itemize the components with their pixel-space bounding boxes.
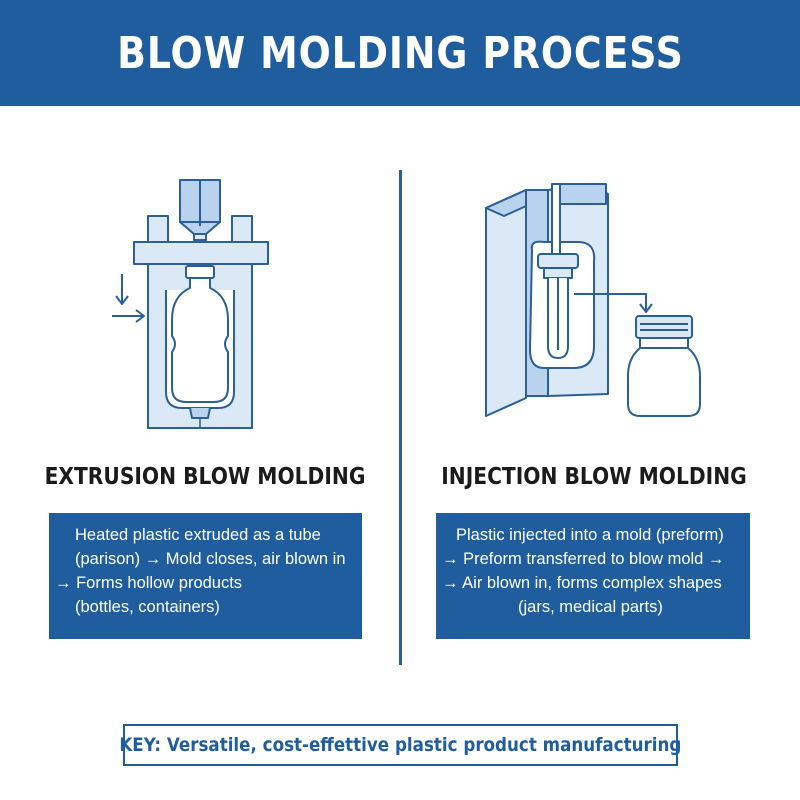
- injection-title: INJECTION BLOW MOLDING: [441, 464, 747, 490]
- arrow-right-icon: [112, 309, 145, 323]
- description-line: Plastic injected into a mold (preform): [456, 526, 724, 544]
- preform-icon: [547, 278, 569, 359]
- extrusion-description: Heated plastic extruded as a tube (paris…: [49, 513, 362, 639]
- extrusion-title: EXTRUSION BLOW MOLDING: [44, 464, 366, 490]
- key-text: KEY: Versatile, cost-effettive plastic p…: [119, 734, 682, 756]
- key-box: KEY: Versatile, cost-effettive plastic p…: [119, 724, 682, 766]
- page-title: BLOW MOLDING PROCESS: [116, 27, 684, 79]
- section-divider: [399, 170, 402, 665]
- description-line: (parison) → Mold closes, air blown in: [75, 550, 346, 568]
- transfer-arrow-icon: [574, 293, 653, 313]
- description-line: → Preform transferred to blow mold →: [442, 550, 725, 568]
- description-line: Heated plastic extruded as a tube: [75, 526, 321, 544]
- core-rod-icon: [537, 183, 579, 279]
- description-line: (jars, medical parts): [518, 598, 663, 616]
- description-line: → Air blown in, forms complex shapes: [442, 574, 722, 592]
- description-line: → Forms hollow products: [55, 574, 243, 592]
- title-banner: BLOW MOLDING PROCESS: [0, 0, 800, 106]
- description-line: (bottles, containers): [75, 598, 220, 616]
- injection-illustration: [485, 183, 701, 417]
- arrow-down-icon: [115, 274, 129, 305]
- extruder-nozzle-icon: [179, 179, 221, 241]
- bottle-icon: [171, 265, 229, 419]
- jar-icon: [627, 315, 701, 417]
- injection-description: Plastic injected into a mold (preform) →…: [436, 513, 750, 639]
- extrusion-illustration: [112, 179, 269, 429]
